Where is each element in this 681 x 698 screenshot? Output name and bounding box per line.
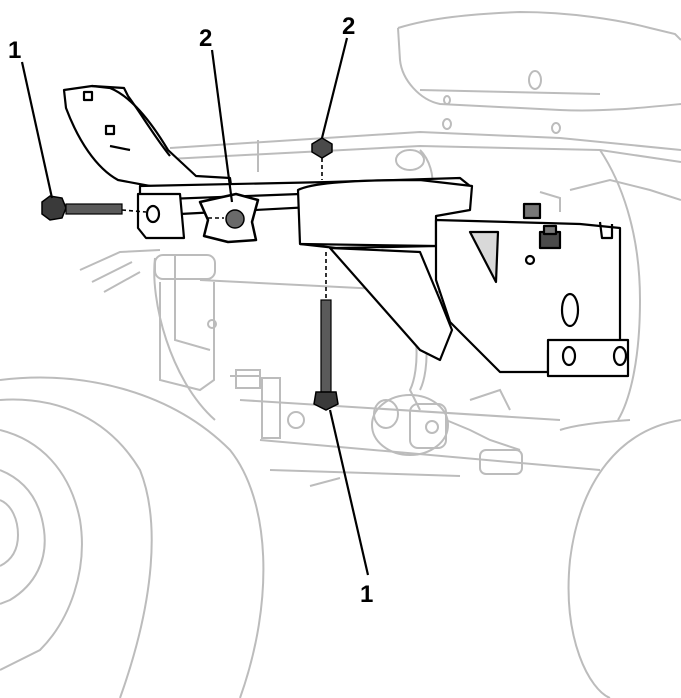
leader-lines <box>20 37 370 576</box>
callout-label-bolt-vertical: 1 <box>360 581 373 608</box>
background-mower-body <box>0 10 681 698</box>
nut-center-icon <box>198 192 260 244</box>
nut-top-icon <box>311 137 333 180</box>
mounting-bracket <box>62 84 630 378</box>
plate-bolt-icon <box>522 202 562 250</box>
callout-label-nut-center: 2 <box>199 25 212 52</box>
bolt-vertical-icon <box>313 252 339 411</box>
callout-label-bolt-left: 1 <box>8 37 21 64</box>
bolt-horizontal-icon <box>41 195 147 221</box>
callout-label-nut-top: 2 <box>342 13 355 40</box>
